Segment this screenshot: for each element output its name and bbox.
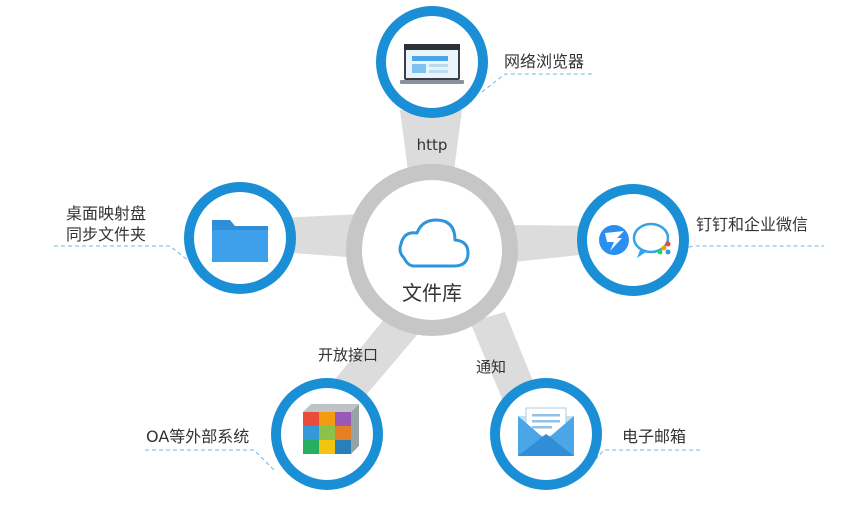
node-folder[interactable] [184, 182, 296, 294]
node-browser[interactable] [376, 6, 488, 118]
leader-oa [145, 449, 275, 471]
connector-notify-label: 通知 [476, 358, 506, 376]
node-email[interactable] [490, 378, 602, 490]
folder-label-line1: 桌面映射盘 [66, 204, 146, 223]
spoke-folder [280, 214, 360, 258]
wecom-icon [632, 222, 671, 258]
hub: 文件库 [346, 164, 518, 336]
oa-label: OA等外部系统 [146, 427, 249, 446]
leader-email [585, 449, 700, 471]
email-label: 电子邮箱 [622, 427, 686, 446]
leader-dingtalk [674, 245, 824, 251]
leader-folder [54, 245, 191, 263]
dingtalk-label: 钉钉和企业微信 [696, 215, 808, 234]
connector-open-api-label: 开放接口 [318, 346, 378, 364]
folder-label-line2: 同步文件夹 [66, 225, 146, 244]
cube-stack-icon [303, 404, 359, 454]
hub-inner-disc [362, 180, 502, 320]
connector-http-label: http [417, 136, 448, 154]
dingtalk-icon [599, 225, 629, 255]
leader-browser [481, 73, 594, 93]
folder-icon [212, 220, 268, 262]
envelope-icon [518, 407, 574, 456]
cloud-icon [398, 218, 470, 268]
browser-label: 网络浏览器 [504, 52, 584, 71]
hub-label: 文件库 [402, 281, 462, 305]
node-oa[interactable] [271, 378, 383, 490]
node-dingtalk[interactable] [577, 184, 689, 296]
browser-window-icon [400, 44, 464, 84]
